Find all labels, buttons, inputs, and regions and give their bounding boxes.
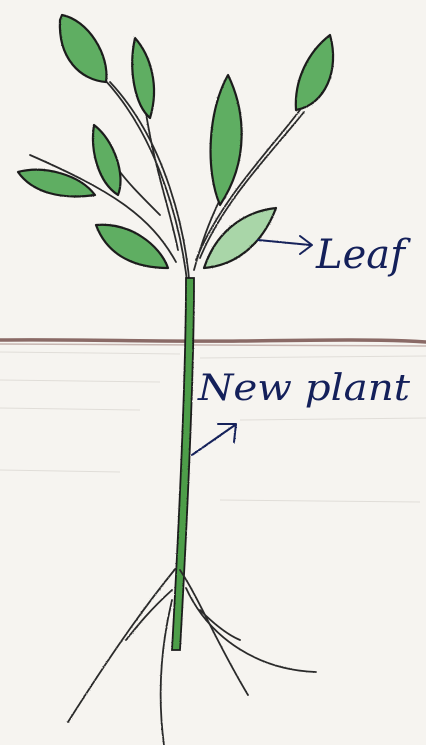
- new-plant-pointer-arrow: [192, 425, 235, 455]
- leaf-pointer-arrow: [258, 240, 310, 245]
- leaf-mid-left: [93, 125, 121, 195]
- leaf-top-left: [60, 15, 107, 82]
- label-leaf: Leaf: [315, 232, 411, 278]
- ground-line-shade: [0, 344, 426, 346]
- roots: [68, 568, 316, 745]
- ground-line: [0, 340, 426, 342]
- label-new-plant: New plant: [197, 368, 411, 409]
- leaf-far-right: [296, 35, 333, 110]
- leaf-center: [211, 75, 242, 205]
- leaf-top-middle: [132, 38, 154, 118]
- leaf-far-left: [18, 170, 95, 197]
- leaf-labeled: [204, 208, 276, 268]
- leaf-lower-left: [96, 225, 168, 268]
- leaves: [18, 15, 333, 268]
- main-stem: [172, 278, 194, 650]
